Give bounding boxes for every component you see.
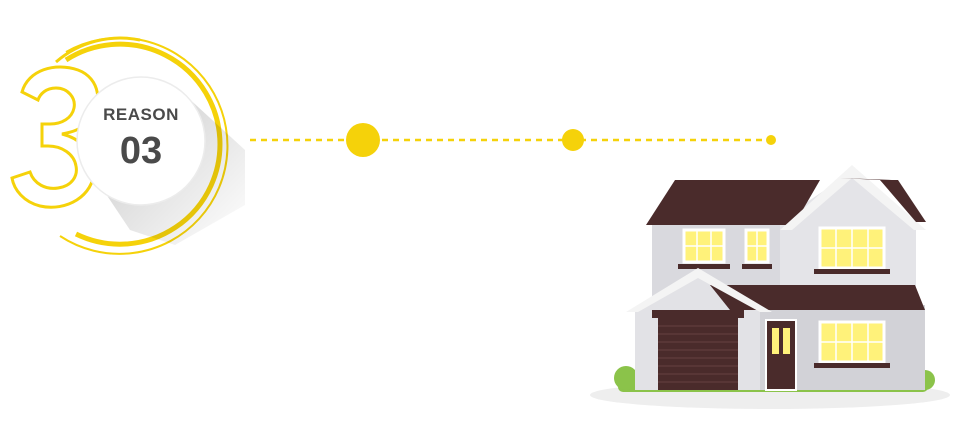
timeline-connector [250, 123, 776, 157]
timeline-dot-small [766, 135, 776, 145]
house-illustration [590, 165, 950, 409]
timeline-dot-medium [562, 129, 584, 151]
reason-badge: REASON 03 [78, 78, 204, 204]
badge-label: REASON [103, 105, 179, 124]
badge-number: 03 [119, 130, 163, 172]
timeline-dot-large [346, 123, 380, 157]
badge-circle [76, 76, 206, 206]
